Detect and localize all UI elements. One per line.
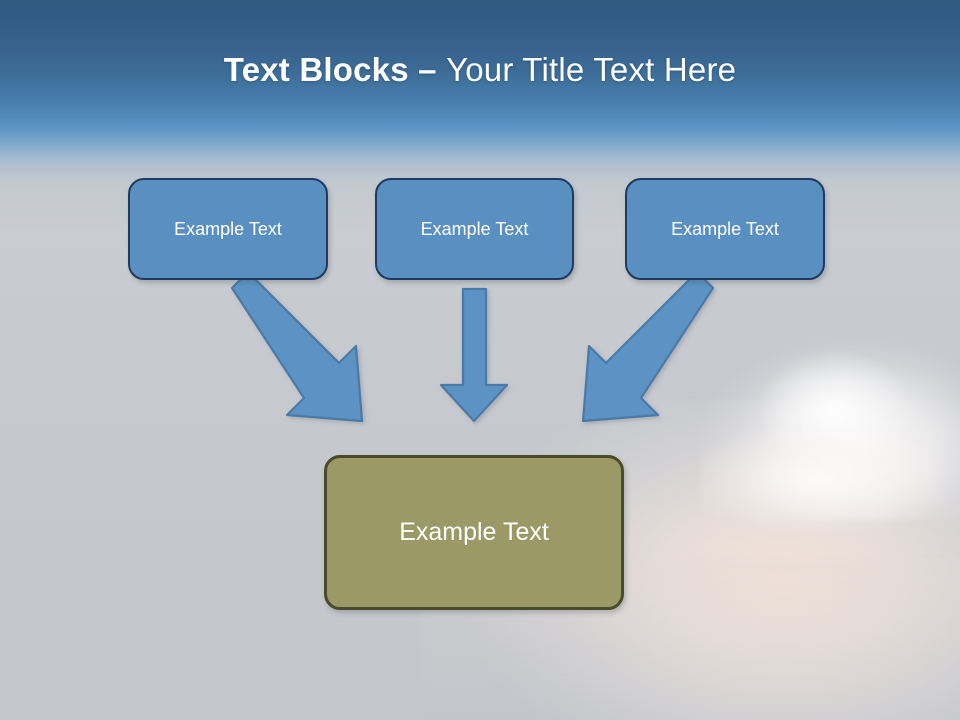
slide-title: Text Blocks – Your Title Text Here <box>0 50 960 90</box>
text-block-2[interactable]: Example Text <box>375 178 574 280</box>
background-cloud-edge <box>700 420 960 540</box>
arrow-left-diagonal <box>230 270 364 423</box>
text-block-1-label: Example Text <box>174 218 282 239</box>
text-block-1[interactable]: Example Text <box>128 178 328 280</box>
slide-title-separator: – <box>418 51 447 88</box>
text-block-2-label: Example Text <box>420 218 529 239</box>
result-text-block-label: Example Text <box>399 518 549 546</box>
result-text-block[interactable]: Example Text <box>324 455 624 610</box>
arrow-middle-vertical <box>439 287 509 423</box>
arrow-right-diagonal <box>581 270 715 423</box>
text-block-3[interactable]: Example Text <box>625 178 825 280</box>
text-block-3-label: Example Text <box>671 218 779 239</box>
slide-title-bold: Text Blocks <box>223 51 419 88</box>
slide-title-light: Your Title Text Here <box>446 51 737 88</box>
